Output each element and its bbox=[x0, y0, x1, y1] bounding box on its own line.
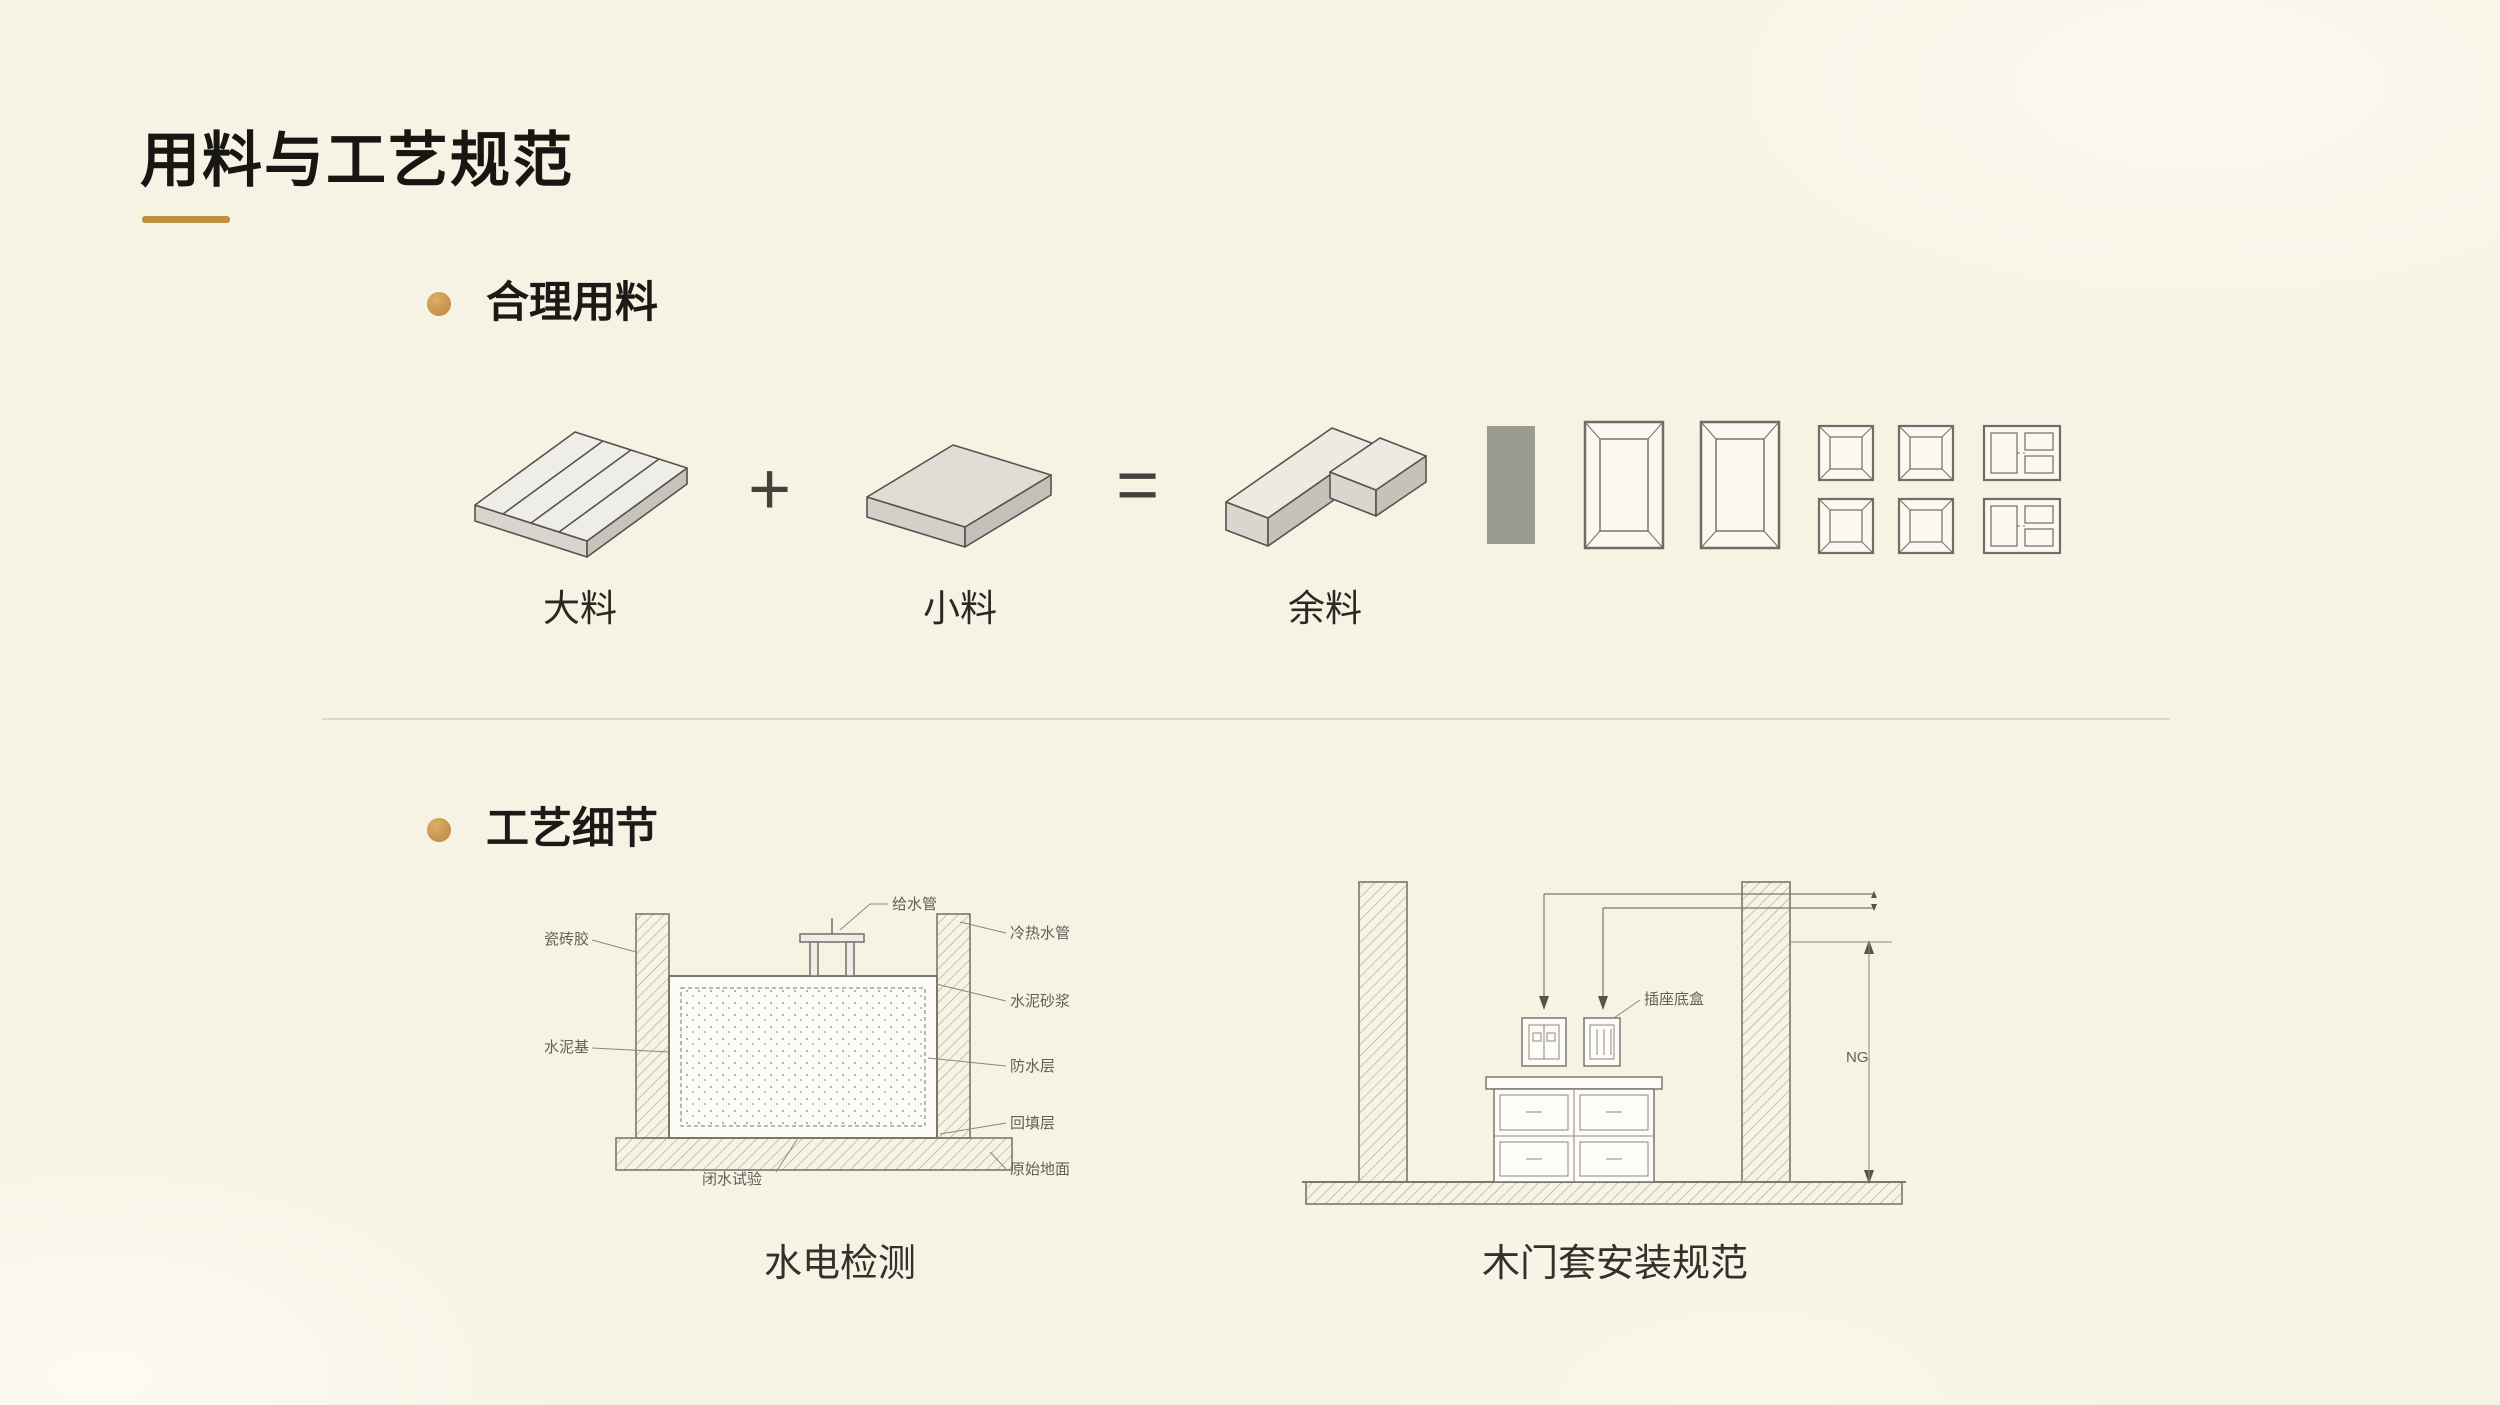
diagram-label: 水泥基 bbox=[544, 1039, 589, 1056]
diagram-label: 冷热水管 bbox=[1010, 925, 1070, 942]
diagram-label: 插座底盒 bbox=[1644, 991, 1704, 1008]
small-material-icon bbox=[866, 444, 1052, 548]
slide-title: 用料与工艺规范 bbox=[140, 127, 574, 194]
materials-heading: 合理用料 bbox=[486, 279, 658, 327]
dimension-label: NG bbox=[1846, 1049, 1869, 1066]
cut-piece-icon bbox=[1982, 424, 2062, 482]
equals-operator: = bbox=[1116, 443, 1160, 526]
large-material-icon bbox=[474, 431, 688, 558]
large-material-label: 大料 bbox=[543, 588, 617, 629]
door-frame-diagram: 插座底盒 NG bbox=[1302, 881, 1906, 1205]
plus-operator: + bbox=[748, 447, 792, 530]
panel-icons-strip bbox=[1487, 418, 2087, 563]
diagram-label: 防水层 bbox=[1010, 1058, 1055, 1075]
small-frame-icon bbox=[1897, 424, 1955, 482]
leftover-material-label: 余料 bbox=[1288, 588, 1362, 629]
small-frame-icon bbox=[1817, 497, 1875, 555]
diagram-label: 给水管 bbox=[892, 896, 937, 913]
small-material-label: 小料 bbox=[923, 588, 997, 629]
solid-panel-icon bbox=[1487, 426, 1535, 544]
materials-bullet-icon bbox=[427, 292, 451, 316]
craft-heading: 工艺细节 bbox=[486, 805, 658, 853]
leftover-material-icon bbox=[1225, 427, 1427, 547]
door-panel-icon bbox=[1699, 420, 1781, 550]
small-frame-icon bbox=[1897, 497, 1955, 555]
door-frame-caption: 木门套安装规范 bbox=[1481, 1243, 1748, 1285]
diagram-label: 水泥砂浆 bbox=[1010, 992, 1070, 1010]
diagram-label: 闭水试验 bbox=[702, 1171, 762, 1188]
cut-piece-icon bbox=[1982, 497, 2062, 555]
craft-bullet-icon bbox=[427, 818, 451, 842]
title-accent-underline bbox=[142, 216, 230, 223]
water-test-diagram: 给水管 冷热水管 水泥砂浆 防水层 回填层 原始地面 瓷砖胶 水泥基 闭水试验 bbox=[544, 896, 1070, 1188]
section-divider bbox=[322, 718, 2170, 720]
water-test-caption: 水电检测 bbox=[763, 1243, 916, 1285]
diagram-label: 瓷砖胶 bbox=[544, 931, 589, 948]
diagram-label: 回填层 bbox=[1010, 1115, 1055, 1132]
diagram-label: 原始地面 bbox=[1010, 1161, 1070, 1178]
small-frame-icon bbox=[1817, 424, 1875, 482]
door-panel-icon bbox=[1583, 420, 1665, 550]
